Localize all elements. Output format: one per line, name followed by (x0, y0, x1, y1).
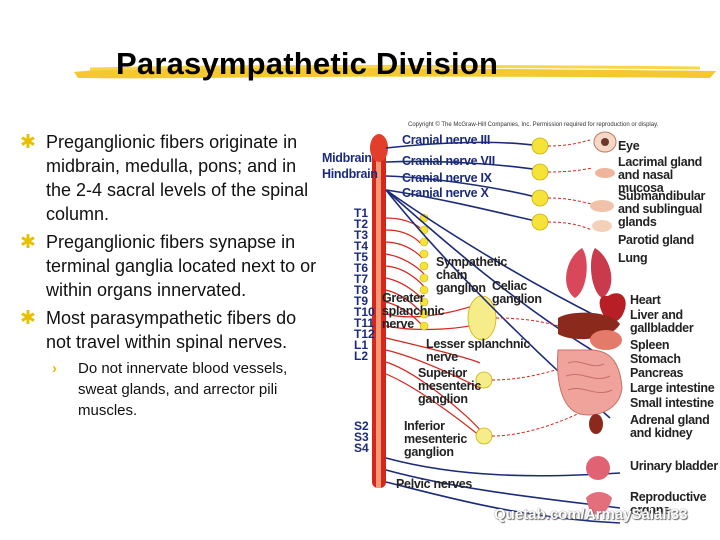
kidney-organ (589, 414, 603, 434)
watermark: Quetab.com/ArmaySalali33 (494, 506, 688, 523)
asterisk-bullet-icon: ✱ (20, 232, 36, 253)
greater-splanchnic-label: Greater splanchnic nerve (382, 291, 445, 331)
sympathetic-chain-label: Sympathetic chain ganglion (436, 255, 508, 295)
asterisk-bullet-icon: ✱ (20, 132, 36, 153)
intestine-organ (557, 349, 623, 416)
cranial-nerve-7-label: Cranial nerve VII (402, 154, 495, 168)
list-item: ✱ Most parasympathetic fibers do not tra… (20, 308, 297, 352)
cranial-nerve-3-label: Cranial nerve III (402, 133, 490, 147)
list-item: ✱ Preganglionic fibers originate in midb… (20, 132, 309, 224)
superior-mesenteric-label: Superior mesenteric ganglion (418, 366, 482, 406)
hindbrain-label: Hindbrain (322, 167, 378, 181)
bladder-organ (586, 456, 610, 480)
midbrain-label: Midbrain (322, 151, 372, 165)
pelvic-nerves-label: Pelvic nerves (396, 477, 473, 491)
diagram-artwork (370, 131, 626, 524)
bullet-list: ✱ Preganglionic fibers originate in midb… (20, 130, 320, 421)
chevron-right-icon: › (52, 360, 57, 377)
list-item: ✱ Preganglionic fibers synapse in termin… (20, 232, 317, 300)
reproductive-organ (586, 492, 612, 515)
sub-list-item: › Do not innervate blood vessels, sweat … (52, 360, 288, 419)
parasympathetic-diagram: Copyright © The McGraw-Hill Companies, I… (320, 118, 720, 538)
inferior-mesenteric-ganglion (475, 427, 493, 445)
cranial-nerve-10-label: Cranial nerve X (402, 186, 489, 200)
page-title: Parasympathetic Division (116, 46, 499, 81)
lung-organ (566, 248, 587, 298)
stomach-organ (590, 330, 622, 350)
heart-organ (599, 293, 626, 322)
highlighter-stroke (74, 64, 716, 79)
cranial-nerve-9-label: Cranial nerve IX (402, 171, 492, 185)
salivary-organ (590, 200, 614, 212)
lesser-splanchnic-label: Lesser splanchnic nerve (426, 337, 530, 364)
lacrimal-organ (595, 168, 615, 178)
inferior-mesenteric-label: Inferior mesenteric ganglion (404, 419, 468, 459)
title-banner: Parasympathetic Division (0, 40, 720, 96)
asterisk-bullet-icon: ✱ (20, 308, 36, 329)
celiac-label: Celiac ganglion (492, 279, 542, 306)
